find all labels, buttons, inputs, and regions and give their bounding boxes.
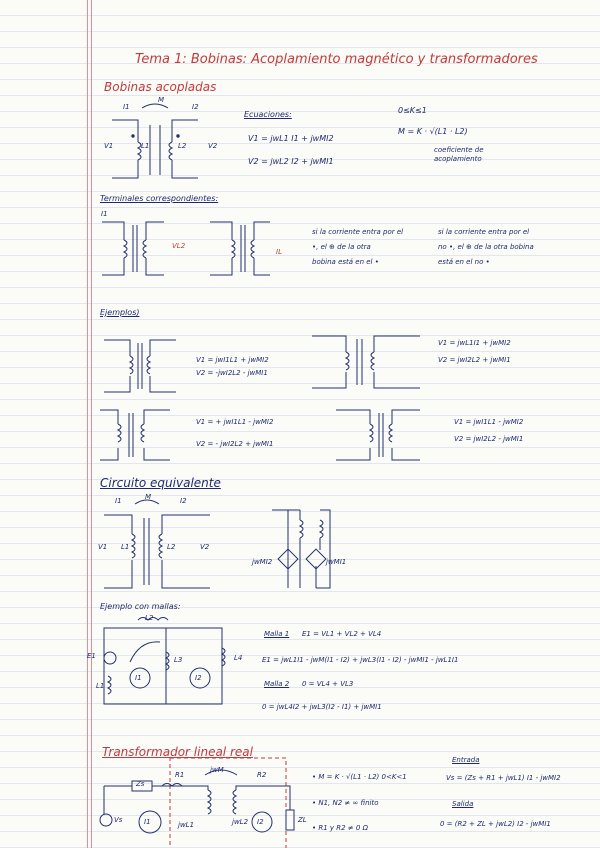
margin-line xyxy=(87,0,88,848)
mesh2-eq2: 0 = jwL4I2 + jwL3(I2 - I1) + jwMI1 xyxy=(262,703,382,711)
transformer-jwl2: jwL2 xyxy=(232,818,249,826)
transformer-jwm: jwM xyxy=(210,766,224,774)
equiv-v1: V1 xyxy=(98,543,108,551)
label-l1: L1 xyxy=(141,142,150,150)
transformer-output-title: Salida xyxy=(452,800,474,808)
coef-note-2: acoplamiento xyxy=(434,155,482,163)
transformer-diagram xyxy=(99,757,295,848)
mesh-l1: L1 xyxy=(96,682,105,690)
transformer-zs: Zs xyxy=(136,780,145,788)
equation-v2: V2 = jwL2 I2 + jwMI1 xyxy=(248,157,334,166)
mesh-e1: E1 xyxy=(87,652,96,660)
mesh-loop-i2: I2 xyxy=(195,674,202,682)
label-v2: V2 xyxy=(208,142,218,150)
equiv-src-jwmi1: jwMI1 xyxy=(326,558,347,566)
mesh-l3: L3 xyxy=(174,656,183,664)
example-diagram-4 xyxy=(336,409,420,461)
equiv-l2: L2 xyxy=(167,543,176,551)
equiv-v2: V2 xyxy=(200,543,210,551)
mesh-loop-i1: I1 xyxy=(135,674,142,682)
terminal-i1-label: I1 xyxy=(101,210,108,218)
label-i1: I1 xyxy=(123,103,130,111)
transformer-r2: R2 xyxy=(257,771,267,779)
transformer-r1: R1 xyxy=(175,771,185,779)
equiv-i1: I1 xyxy=(115,497,122,505)
equivalent-diagram-right xyxy=(272,509,331,589)
page-title: Tema 1: Bobinas: Acoplamiento magnético … xyxy=(135,52,538,67)
equations-title: Ecuaciones: xyxy=(244,110,292,119)
section-heading-terminals: Terminales correspondientes: xyxy=(100,194,219,203)
equiv-l1: L1 xyxy=(121,543,130,551)
k-range: 0≤K≤1 xyxy=(398,106,427,115)
mesh1-title: Malla 1 xyxy=(264,630,290,638)
equiv-m: M xyxy=(145,493,152,501)
mesh2-title: Malla 2 xyxy=(264,680,290,688)
coupled-coils-diagram xyxy=(112,103,198,179)
label-i2: I2 xyxy=(192,103,199,111)
example2-v2: V2 = jwI2L2 + jwMI1 xyxy=(438,356,511,364)
example-diagram-2 xyxy=(312,335,420,389)
example4-v1: V1 = jwI1L1 - jwMI2 xyxy=(454,418,524,426)
equiv-src-jwmi2: jwMI2 xyxy=(252,558,273,566)
example3-v2: V2 = - jwI2L2 + jwMI1 xyxy=(196,440,274,448)
section-heading-equivalent: Circuito equivalente xyxy=(100,476,221,490)
terminal-note1-line2: •, el ⊕ de la otra xyxy=(312,243,371,251)
example4-v2: V2 = jwI2L2 - jwMI1 xyxy=(454,435,524,443)
terminal-note1-line1: si la corriente entra por el xyxy=(312,228,404,236)
section-heading-transformer: Transformador lineal real xyxy=(102,745,253,759)
m-formula: M = K · √(L1 · L2) xyxy=(398,127,468,136)
example1-v2: V2 = -jwI2L2 - jwMI1 xyxy=(196,369,268,377)
section-heading-mesh: Ejemplo con mallas: xyxy=(100,602,181,611)
transformer-vs: Vs xyxy=(114,816,123,824)
transformer-zl: ZL xyxy=(298,816,307,824)
transformer-jwl1: jwL1 xyxy=(178,821,195,829)
transformer-i2: I2 xyxy=(257,818,264,826)
terminal-note2-line3: está en el no • xyxy=(438,258,490,266)
mesh1-eq2: E1 = jwL1I1 - jwM(I1 - I2) + jwL3(I1 - I… xyxy=(262,656,459,664)
terminal-vl2-label: VL2 xyxy=(172,242,186,250)
terminal-note2-line2: no •, el ⊕ de la otra bobina xyxy=(438,243,534,251)
label-v1: V1 xyxy=(104,142,114,150)
mesh-l4: L4 xyxy=(234,654,243,662)
equivalent-diagram-left xyxy=(104,499,210,589)
example-diagram-1 xyxy=(104,339,176,393)
terminal-note2-line1: si la corriente entra por el xyxy=(438,228,530,236)
equiv-i2: I2 xyxy=(180,497,187,505)
transformer-bullet-1: • M = K · √(L1 · L2) 0<K<1 xyxy=(312,773,407,781)
label-l2: L2 xyxy=(178,142,187,150)
example-diagram-3 xyxy=(100,409,170,461)
transformer-bullet-3: • R1 y R2 ≠ 0 Ω xyxy=(312,824,368,832)
mesh-l2: L2 xyxy=(145,614,154,622)
margin-line xyxy=(91,0,92,848)
transformer-input-title: Entrada xyxy=(452,756,480,764)
example1-v1: V1 = jwI1L1 + jwMI2 xyxy=(196,356,269,364)
transformer-bullet-2: • N1, N2 ≠ ∞ finito xyxy=(312,799,379,807)
terminal-note1-line3: bobina está en el • xyxy=(312,258,379,266)
mesh-diagram xyxy=(103,617,226,705)
section-heading-coupled: Bobinas acopladas xyxy=(104,80,217,94)
terminals-diagram-2 xyxy=(210,221,270,276)
mesh2-eq: 0 = VL4 + VL3 xyxy=(302,680,354,688)
label-m: M xyxy=(158,96,165,104)
example3-v1: V1 = + jwI1L1 - jwMI2 xyxy=(196,418,274,426)
equation-v1: V1 = jwL1 I1 + jwMI2 xyxy=(248,134,334,143)
transformer-input-eq: Vs = (Zs + R1 + jwL1) I1 - jwMI2 xyxy=(446,774,561,782)
section-heading-examples: Ejemplos) xyxy=(100,308,140,317)
mesh1-eq: E1 = VL1 + VL2 + VL4 xyxy=(302,630,382,638)
transformer-i1: I1 xyxy=(144,818,151,826)
coef-note-1: coeficiente de xyxy=(434,146,484,154)
example2-v1: V1 = jwL1I1 + jwMI2 xyxy=(438,339,511,347)
terminals-diagram-1 xyxy=(102,221,164,276)
transformer-output-eq: 0 = (R2 + ZL + jwL2) I2 - jwMI1 xyxy=(440,820,551,828)
terminal-il-label: IL xyxy=(276,248,282,256)
